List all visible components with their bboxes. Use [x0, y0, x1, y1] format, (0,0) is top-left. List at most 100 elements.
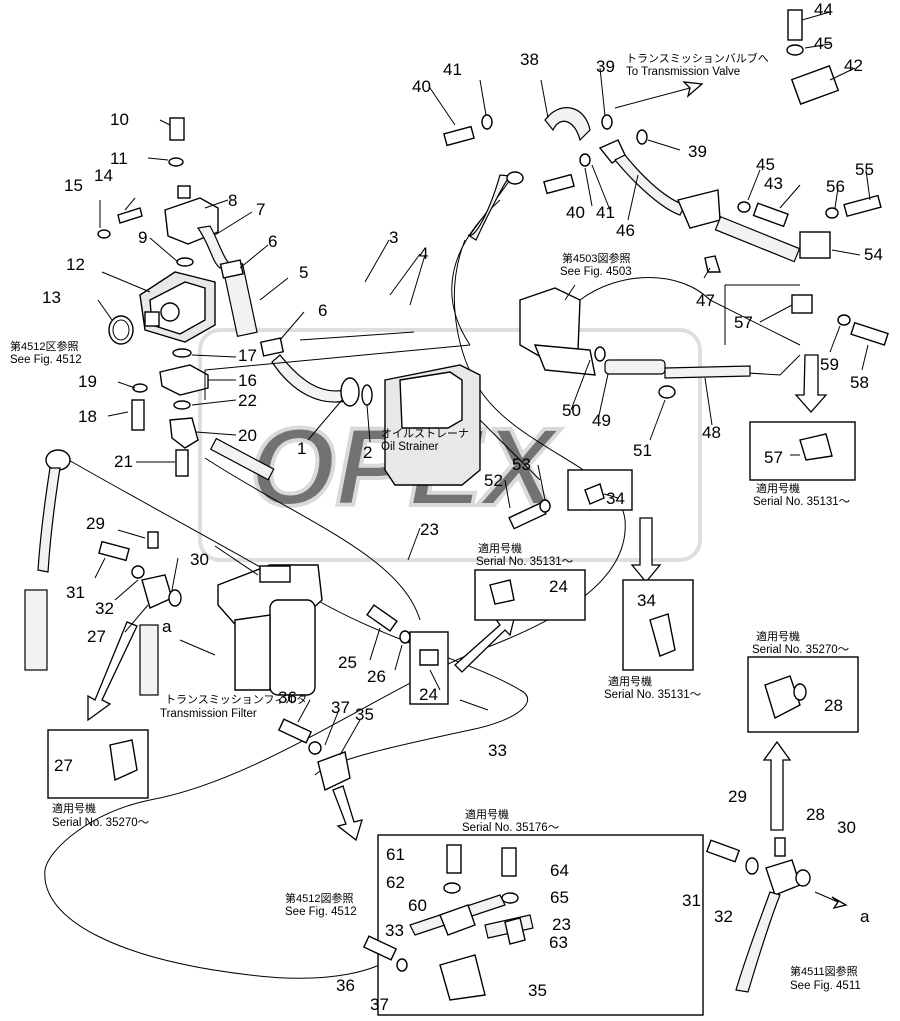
callout: 23: [420, 520, 439, 539]
callout: 26: [367, 667, 386, 686]
callout: 37: [331, 698, 350, 717]
callout: 43: [764, 174, 783, 193]
right-lower-group: [705, 837, 811, 993]
callout: 36: [336, 976, 355, 995]
inset-bottom-serial: Serial No. 35176～: [462, 822, 560, 834]
pump-tubes: [219, 259, 373, 407]
callout: 15: [64, 176, 83, 195]
inset-28: [747, 656, 859, 733]
callout: 9: [138, 228, 147, 247]
callout: 17: [238, 346, 257, 365]
callout: 10: [110, 110, 129, 129]
callout: 40: [566, 203, 585, 222]
callout: 34: [637, 591, 656, 610]
inset-27-title: 適用号機: [52, 801, 96, 815]
callout: 6: [268, 232, 277, 251]
callout: 64: [550, 861, 569, 880]
clamp-34-group: [508, 469, 633, 530]
callout: 35: [355, 705, 374, 724]
fig4511-jp: 第4511図参照: [790, 964, 858, 978]
callout: 54: [864, 245, 883, 264]
callout: 39: [688, 142, 707, 161]
callout: 32: [95, 599, 114, 618]
inset-57: [749, 421, 856, 481]
callout: 44: [814, 0, 833, 19]
inset-24: [474, 569, 586, 621]
fig4512-jp: 第4512区参照: [10, 339, 78, 353]
fittings-upper-right: [443, 9, 889, 346]
callout: 45: [814, 34, 833, 53]
callout: 25: [338, 653, 357, 672]
callout: 58: [850, 373, 869, 392]
oil-strainer-jp: オイルストレーナ: [381, 427, 469, 440]
callout: 53: [512, 455, 531, 474]
callout: 1: [297, 439, 306, 458]
callout: 37: [370, 995, 389, 1014]
inset-24-title: 適用号機: [478, 541, 522, 555]
callout: 23: [552, 915, 571, 934]
callout: 57: [734, 313, 753, 332]
callout: 51: [633, 441, 652, 460]
callout: 27: [87, 627, 106, 646]
inset-34-serial: Serial No. 35131～: [604, 689, 702, 701]
inset-27-serial: Serial No. 35270～: [52, 817, 150, 829]
callout: 36: [278, 688, 297, 707]
arrows: [87, 81, 848, 910]
callout: 19: [78, 372, 97, 391]
callout: 39: [596, 57, 615, 76]
callout: 14: [94, 166, 113, 185]
callout: 6: [318, 301, 327, 320]
oil-strainer-en: Oil Strainer: [381, 441, 439, 453]
callout: 29: [86, 514, 105, 533]
bracket-24-group: [366, 604, 449, 705]
callout: 49: [592, 411, 611, 430]
oil-strainer: [384, 364, 481, 486]
fig4503-en: See Fig. 4503: [560, 266, 632, 278]
inset-57-serial: Serial No. 35131～: [753, 496, 851, 508]
callout: 30: [190, 550, 209, 569]
pump-assembly: [97, 117, 229, 345]
callout: 27: [54, 756, 73, 775]
callout: 60: [408, 896, 427, 915]
callout: 61: [386, 845, 405, 864]
callout: 48: [702, 423, 721, 442]
callout: 62: [386, 873, 405, 892]
callout: 3: [389, 228, 398, 247]
fig4512-inset-en: See Fig. 4512: [285, 906, 357, 918]
inset-34-title: 適用号機: [608, 674, 652, 688]
callout: 30: [837, 818, 856, 837]
elbow-group: [131, 348, 275, 481]
transmission-filter: [217, 564, 323, 696]
to-trans-valve-en: To Transmission Valve: [626, 66, 740, 78]
inset-57-title: 適用号機: [756, 481, 800, 495]
inset-27: [47, 729, 149, 799]
callout: 31: [66, 583, 85, 602]
text-labels: トランスミッションバルブへ To Transmission Valve 第450…: [10, 51, 870, 992]
pointer-a-right: a: [860, 907, 870, 926]
trans-filter-en: Transmission Filter: [160, 708, 257, 720]
fig4512-en: See Fig. 4512: [10, 354, 82, 366]
callout: 41: [443, 60, 462, 79]
callout: 41: [596, 203, 615, 222]
fig4503-jp: 第4503図参照: [562, 251, 630, 265]
callout: 46: [616, 221, 635, 240]
callout: 8: [228, 191, 237, 210]
callout: 11: [110, 149, 128, 168]
callout: 35: [528, 981, 547, 1000]
inset-28-serial: Serial No. 35270～: [752, 644, 850, 656]
inset-24-serial: Serial No. 35131～: [476, 556, 574, 568]
leader-lines: [94, 11, 871, 756]
callout: 2: [363, 443, 372, 462]
callout: 28: [824, 696, 843, 715]
to-trans-valve-jp: トランスミッションバルブへ: [626, 51, 769, 65]
callout: 32: [714, 907, 733, 926]
inset-bottom: [362, 834, 704, 1016]
callout: 12: [66, 255, 85, 274]
fig4512-inset-jp: 第4512図参照: [285, 891, 353, 905]
callout: 56: [826, 177, 845, 196]
callout: 24: [419, 685, 438, 704]
callout: 57: [764, 448, 783, 467]
clamp-35-group: [277, 718, 351, 792]
inset-34: [622, 579, 694, 671]
